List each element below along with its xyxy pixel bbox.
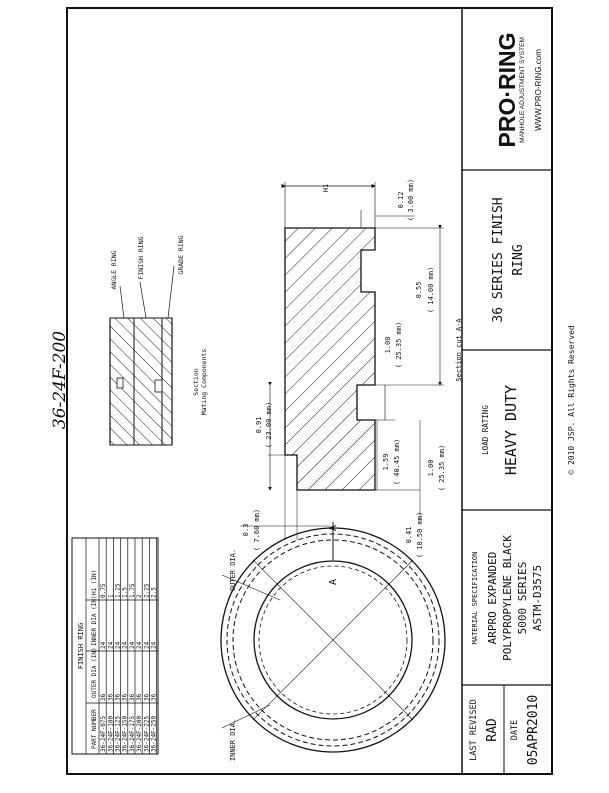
dim-159-mm: ( 40.45 mm): [393, 439, 401, 485]
material-label: MATERIAL SPECIFICATION: [471, 552, 479, 645]
load-rating-value: HEAVY DUTY: [502, 385, 520, 475]
table-cell: 36-24F-075: [100, 715, 107, 752]
table-cell: 36: [136, 693, 143, 701]
table-cell: 36-24F-150: [122, 715, 129, 752]
dim-012: 0.12: [397, 192, 405, 209]
section-mark-top: A: [328, 525, 339, 531]
dim-055: 0.55: [415, 282, 423, 299]
table-cell: 24: [107, 641, 114, 649]
section-caption: Section cut A-A: [455, 318, 463, 382]
product-title-line2: RING: [511, 244, 526, 275]
section-mark-plan: A: [328, 579, 339, 585]
parts-table: FINISH RING PART NUMBER OUTER DIA (IN) I…: [71, 537, 159, 755]
dim-091-mm: ( 23.00 mm): [265, 402, 273, 448]
handwritten-part-number: 36-24F-200: [50, 331, 70, 429]
website: WWW.PRO-RING.com: [534, 49, 543, 131]
dim-03: 0.3: [242, 524, 250, 537]
table-cell: 36: [151, 693, 158, 701]
table-cell: 1.5: [122, 587, 129, 598]
table-header-h1: H1 (IN): [91, 570, 98, 595]
table-cell: 36-24F-250: [151, 715, 158, 752]
product-title-line1: 36 SERIES FINISH: [491, 197, 506, 322]
material-line3: 5000 SERIES: [516, 562, 529, 635]
table-cell: 36: [122, 693, 129, 701]
table-cell: 1.75: [129, 583, 136, 598]
material-line4: ASTM-D3575: [531, 565, 544, 631]
finish-ring-label: FINISH RING: [137, 236, 145, 279]
dim-041-mm: ( 10.50 mm): [416, 512, 424, 558]
table-header-outer: OUTER DIA (IN): [91, 647, 98, 698]
logo: PRO·RING: [494, 33, 520, 148]
table-cell: 24: [100, 641, 107, 649]
parts-table-title: FINISH RING: [77, 623, 85, 669]
table-cell: 2.25: [143, 583, 150, 598]
table-cell: 24: [143, 641, 150, 649]
grade-ring-label: GRADE RING: [177, 235, 185, 274]
date-value: 05APR2010: [526, 695, 541, 765]
table-cell: 2: [136, 594, 143, 598]
dim-100a-mm: ( 25.35 mm): [395, 322, 403, 368]
dim-159: 1.59: [382, 454, 390, 471]
outer-dia-label: OUTER DIA.: [229, 549, 237, 591]
table-cell: 24: [129, 641, 136, 649]
inner-dia-label: INNER DIA.: [229, 719, 237, 761]
copyright: © 2010 JSP. All Rights Reserved: [567, 325, 576, 474]
material-line1: ARPRO EXPANDED: [486, 552, 499, 645]
last-revised-label: LAST REVISED: [469, 699, 479, 760]
table-cell: 36-24F-175: [129, 715, 136, 752]
mating-components: ANGLE RING FINISH RING GRADE RING Sectio…: [109, 235, 208, 446]
mating-caption-2: Mating Components: [200, 349, 208, 416]
table-cell: 36: [143, 693, 150, 701]
table-cell: 36: [129, 693, 136, 701]
dim-012-mm: ( 3.00 mm): [407, 179, 415, 221]
table-cell: 24: [151, 641, 158, 649]
dim-100b: 1.00: [427, 460, 435, 477]
plan-view: OUTER DIA. INNER DIA. A A: [220, 522, 446, 761]
table-header-part: PART NUMBER: [91, 709, 98, 749]
dim-100b-mm: ( 25.35 mm): [438, 445, 446, 491]
dim-091: 0.91: [255, 417, 263, 434]
table-cell: 24: [122, 641, 129, 649]
table-header-inner: INNER DIA (IN): [91, 595, 98, 646]
load-rating-label: LOAD RATING: [481, 405, 490, 455]
logo-subtitle: MANHOLE ADJUSTMENT SYSTEM: [519, 37, 526, 143]
last-revised-value: RAD: [485, 718, 500, 742]
table-cell: 0.75: [100, 583, 107, 598]
dim-100a: 1.00: [384, 337, 392, 354]
mating-caption-1: Section: [192, 368, 200, 395]
table-cell: 36-24F-125: [115, 715, 122, 752]
h1-label: H1: [322, 184, 330, 192]
material-line2: POLYPROPYLENE BLACK: [501, 535, 514, 661]
dim-055-mm: ( 14.00 mm): [427, 267, 435, 313]
table-cell: 1.25: [115, 583, 122, 598]
table-cell: 36: [115, 693, 122, 701]
date-label: DATE: [510, 720, 520, 740]
table-cell: 36: [100, 693, 107, 701]
table-cell: 36-24F-100: [107, 715, 114, 752]
table-cell: 1: [107, 594, 114, 598]
table-cell: 24: [136, 641, 143, 649]
angle-ring-label: ANGLE RING: [110, 250, 118, 289]
table-cell: 24: [115, 641, 122, 649]
dim-03-mm: ( 7.60 mm): [253, 509, 261, 551]
table-cell: 36: [107, 693, 114, 701]
section-cut-view: H1 0.12 ( 3.00 mm) 0.55 ( 14.00 mm) 1.00…: [240, 179, 463, 558]
table-cell: 36-24F-225: [143, 715, 150, 752]
table-cell: 36-24F-200: [136, 715, 143, 752]
dim-041: 0.41: [405, 527, 413, 544]
title-block: PRO·RING MANHOLE ADJUSTMENT SYSTEM WWW.P…: [461, 8, 576, 774]
sheet-border: [66, 7, 553, 775]
table-cell: 2.5: [151, 587, 158, 598]
